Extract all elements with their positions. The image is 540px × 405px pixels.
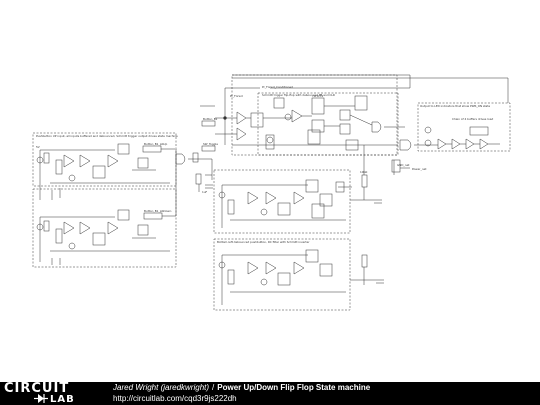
label-button-b1: Button_B1 [203,117,218,121]
label-sw-reset: SW_Toggle [203,142,218,146]
label-up-button: Button_B1_pbUp [144,142,167,146]
circuitlab-logo[interactable]: CIRCUIT LAB [4,382,104,405]
circuit-schematic: Pr_Forwd Pr_Forwd_Conditioned Schmitt tr… [32,74,511,311]
circuit-url[interactable]: http://circuitlab.com/cqd3r9js222dh [113,394,237,403]
label-power-net: Power_net [412,167,427,171]
debounce-section-1 [213,169,351,234]
footer-bar: CIRCUIT LAB Jared Wright (jaredkwright)/… [0,382,540,405]
label-flipflop-note: Schmitt trigger flip-flop with debounced… [262,93,335,97]
label-state-chip: 74HC74 [312,94,323,98]
label-right-note: Output to LED indicators that show PWR_O… [420,104,490,108]
label-power-fwd-cond: Pr_Forwd_Conditioned [262,85,293,89]
circuit-title[interactable]: Power Up/Down Flip Flop State machine [217,383,371,392]
author-name[interactable]: Jared Wright (jaredkwright) [113,383,210,392]
logo-circuit-text: CIRCUIT [4,381,70,396]
label-lower-note: Bottom-left debounced pushbutton, RC fil… [217,240,310,244]
label-power-fwd: Pr_Forwd [230,94,243,98]
label-down-button: Button_B1_pbDown [144,209,172,213]
separator: / [212,383,215,392]
logo-lab-text: LAB [50,394,75,405]
logo-diode-icon [34,394,48,403]
label-right-sub: Chain of 4 buffers drives load [452,117,493,121]
flipflop-core-section [231,74,398,156]
label-cap: 1uF [202,190,208,194]
label-gnd-net: GND_net [397,163,410,167]
credit-line: Jared Wright (jaredkwright)/Power Up/Dow… [113,383,370,393]
label-resistor: 10kΩ [360,170,368,174]
debounce-section-2 [213,238,351,311]
label-pushbutton-note: Pushbutton UP input, all inputs buffered… [36,134,178,138]
pushbutton-down-section [32,188,177,268]
label-voltage: 5V [36,145,40,149]
led-indicator-section [417,102,511,152]
